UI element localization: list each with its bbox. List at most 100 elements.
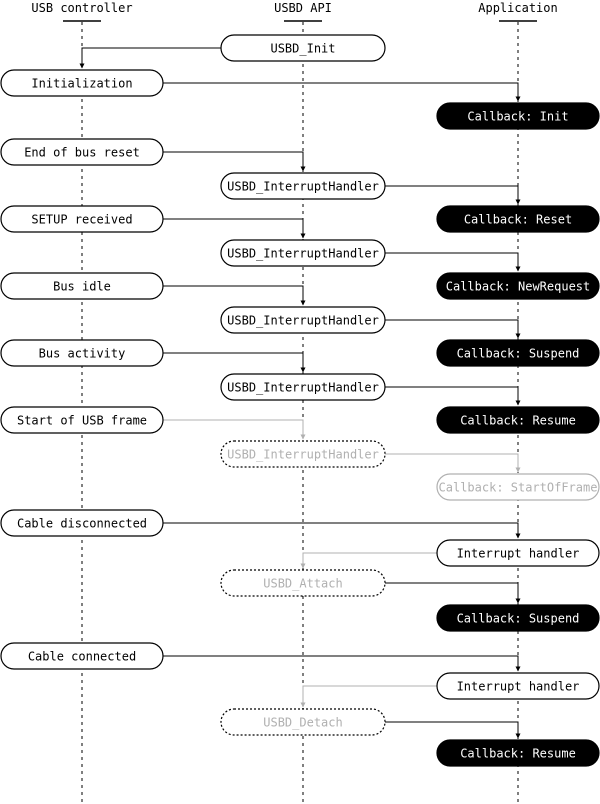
edge-e9	[163, 352, 306, 373]
node-end-of-bus-reset[interactable]: End of bus reset	[0, 138, 164, 166]
node-shape	[436, 539, 600, 567]
node-irq-handler-1[interactable]: USBD_InterruptHandler	[220, 172, 386, 200]
edge-e7	[163, 285, 306, 306]
node-label: Callback: Suspend	[457, 347, 580, 361]
node-shape	[220, 172, 386, 200]
node-label: Callback: NewRequest	[446, 280, 591, 294]
node-shape	[0, 509, 164, 537]
edge-e5	[163, 218, 306, 239]
node-shape	[0, 205, 164, 233]
edge-e4	[385, 185, 521, 205]
node-label: Callback: StartOfFrame	[439, 481, 598, 495]
node-callback-startofframe[interactable]: Callback: StartOfFrame	[436, 473, 600, 501]
node-shape	[0, 339, 164, 367]
edge-e8	[385, 319, 521, 339]
node-label: USBD_InterruptHandler	[227, 180, 379, 194]
node-shape	[220, 708, 386, 736]
node-label: Callback: Init	[467, 110, 568, 124]
edge-e2	[163, 82, 521, 102]
node-label: Cable connected	[28, 650, 136, 664]
node-shape	[436, 406, 600, 434]
node-callback-init[interactable]: Callback: Init	[436, 102, 600, 130]
node-irq-handler-4[interactable]: USBD_InterruptHandler	[220, 373, 386, 401]
node-interrupt-handler-2[interactable]: Interrupt handler	[436, 672, 600, 700]
lane-title: USB controller	[31, 1, 132, 15]
node-shape	[436, 604, 600, 632]
node-shape	[436, 672, 600, 700]
edge-e10	[385, 386, 521, 406]
edge-e16	[163, 655, 521, 672]
edges-layer	[79, 47, 521, 739]
node-callback-resume-2[interactable]: Callback: Resume	[436, 739, 600, 767]
node-bus-idle[interactable]: Bus idle	[0, 272, 164, 300]
lane-title: USBD API	[274, 1, 332, 15]
node-callback-resume-1[interactable]: Callback: Resume	[436, 406, 600, 434]
node-shape	[220, 373, 386, 401]
node-label: USBD_InterruptHandler	[227, 448, 379, 462]
edge-e14	[300, 552, 437, 569]
node-shape	[436, 272, 600, 300]
node-shape	[0, 272, 164, 300]
node-label: Initialization	[31, 77, 132, 91]
node-label: SETUP received	[31, 213, 132, 227]
node-shape	[436, 205, 600, 233]
node-irq-handler-3[interactable]: USBD_InterruptHandler	[220, 306, 386, 334]
node-label: Callback: Resume	[460, 747, 576, 761]
node-shape	[436, 339, 600, 367]
node-irq-handler-2[interactable]: USBD_InterruptHandler	[220, 239, 386, 267]
lifeline-usbd-api: USBD API	[274, 1, 332, 804]
node-shape	[220, 440, 386, 468]
edge-e1	[79, 47, 221, 69]
edge-e13	[163, 522, 521, 539]
node-label: USBD_InterruptHandler	[227, 381, 379, 395]
node-shape	[0, 406, 164, 434]
edge-e12	[385, 453, 521, 473]
node-setup-received[interactable]: SETUP received	[0, 205, 164, 233]
node-cable-disconnected[interactable]: Cable disconnected	[0, 509, 164, 537]
node-shape	[0, 69, 164, 97]
node-label: Start of USB frame	[17, 414, 147, 428]
edge-e15	[385, 582, 521, 604]
node-usbd-init[interactable]: USBD_Init	[220, 34, 386, 62]
node-callback-reset[interactable]: Callback: Reset	[436, 205, 600, 233]
node-cable-connected[interactable]: Cable connected	[0, 642, 164, 670]
node-irq-handler-5[interactable]: USBD_InterruptHandler	[220, 440, 386, 468]
node-label: Callback: Reset	[464, 213, 572, 227]
node-shape	[220, 306, 386, 334]
node-label: USBD_Attach	[263, 577, 342, 591]
node-usbd-detach[interactable]: USBD_Detach	[220, 708, 386, 736]
node-label: Interrupt handler	[457, 547, 580, 561]
edge-e3	[163, 151, 306, 172]
lifeline-usb-controller: USB controller	[31, 1, 133, 804]
node-shape	[436, 473, 600, 501]
node-shape	[0, 138, 164, 166]
node-label: End of bus reset	[24, 146, 140, 160]
node-callback-suspend-1[interactable]: Callback: Suspend	[436, 339, 600, 367]
node-label: Cable disconnected	[17, 517, 147, 531]
node-label: USBD_InterruptHandler	[227, 247, 379, 261]
node-callback-newrequest[interactable]: Callback: NewRequest	[436, 272, 600, 300]
node-callback-suspend-2[interactable]: Callback: Suspend	[436, 604, 600, 632]
node-bus-activity[interactable]: Bus activity	[0, 339, 164, 367]
edge-e6	[385, 252, 521, 272]
node-shape	[436, 739, 600, 767]
node-label: Callback: Suspend	[457, 612, 580, 626]
node-label: USBD_InterruptHandler	[227, 314, 379, 328]
edge-e18	[385, 721, 521, 739]
node-label: USBD_Detach	[263, 716, 342, 730]
node-label: Bus idle	[53, 280, 111, 294]
node-interrupt-handler-1[interactable]: Interrupt handler	[436, 539, 600, 567]
node-shape	[220, 239, 386, 267]
node-start-of-usb-frame[interactable]: Start of USB frame	[0, 406, 164, 434]
edge-e11	[163, 419, 306, 440]
node-shape	[0, 642, 164, 670]
node-shape	[220, 34, 386, 62]
node-initialization[interactable]: Initialization	[0, 69, 164, 97]
edge-e17	[300, 685, 437, 708]
node-usbd-attach[interactable]: USBD_Attach	[220, 569, 386, 597]
lane-title: Application	[478, 1, 557, 15]
node-label: Callback: Resume	[460, 414, 576, 428]
